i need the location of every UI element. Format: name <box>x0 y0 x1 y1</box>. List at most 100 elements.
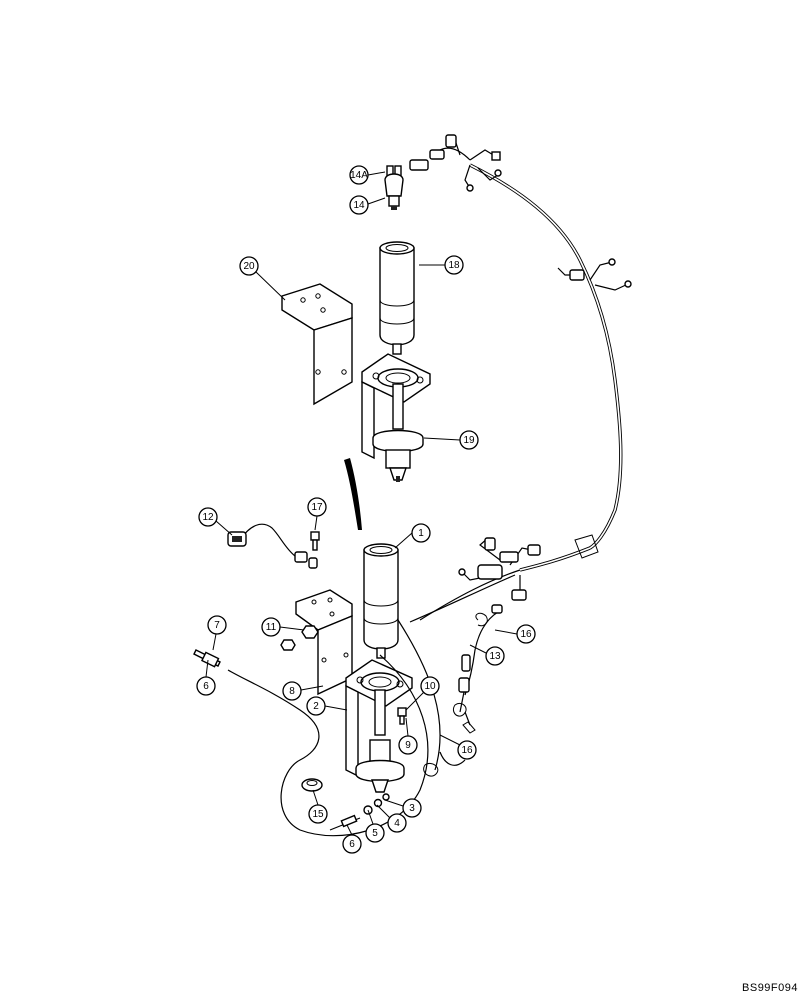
bracket-20 <box>281 283 353 406</box>
callout-leader <box>367 197 386 205</box>
callout-label: 6 <box>203 681 209 692</box>
callout-circle <box>411 523 431 543</box>
callout-label: 17 <box>311 502 323 513</box>
callout-c15: 15 <box>308 789 328 824</box>
beacon-mount-19 <box>361 353 431 482</box>
callout-label: 16 <box>461 745 473 756</box>
lamp-bulb-14 <box>384 165 404 210</box>
callout-c9: 9 <box>398 717 418 755</box>
callout-circle <box>239 256 259 276</box>
callout-leader <box>300 685 324 691</box>
bracket-8 <box>295 589 353 696</box>
callout-label: 20 <box>243 261 255 272</box>
callout-circle <box>198 507 218 527</box>
callout-leader <box>394 532 413 549</box>
callout-circle <box>516 624 536 644</box>
callout-leader <box>494 629 518 635</box>
callout-label: 1 <box>418 528 424 539</box>
callout-c5: 5 <box>365 809 385 843</box>
callout-circle <box>349 165 369 185</box>
callout-leader <box>312 789 319 806</box>
callout-label: 7 <box>214 620 220 631</box>
callout-label: 15 <box>312 809 324 820</box>
callout-leader <box>215 520 233 536</box>
callout-circle <box>365 823 385 843</box>
callout-c10: 10 <box>405 676 440 711</box>
callout-label: 9 <box>405 740 411 751</box>
callout-circle <box>459 430 479 450</box>
callout-leader <box>367 809 374 825</box>
callout-label: 18 <box>448 260 460 271</box>
callout-circle <box>261 617 281 637</box>
nut-11 <box>280 625 319 651</box>
callout-c16a: 16 <box>494 624 536 644</box>
callout-leader <box>469 644 487 654</box>
callout-leader <box>324 705 348 711</box>
callout-c16b: 16 <box>439 734 477 760</box>
callout-label: 16 <box>520 629 532 640</box>
callout-label: 6 <box>349 839 355 850</box>
callout-c14b: 14 <box>349 195 386 215</box>
callout-c1: 1 <box>394 523 431 549</box>
callout-leader <box>384 799 404 807</box>
callout-circle <box>444 255 464 275</box>
callout-leader <box>367 171 386 176</box>
callout-circle <box>196 676 216 696</box>
callout-circle <box>306 696 326 716</box>
beacon-lens-1 <box>363 543 399 659</box>
drawing-code: BS99F094 <box>742 982 798 994</box>
callout-circle <box>402 798 422 818</box>
callout-circle <box>308 804 328 824</box>
callout-label: 14A <box>350 170 368 181</box>
callout-circle <box>457 740 477 760</box>
callout-circle <box>387 813 407 833</box>
callout-c17: 17 <box>307 497 327 531</box>
callout-c2: 2 <box>306 696 348 716</box>
fittings-lower <box>329 793 390 831</box>
callout-leader <box>405 691 425 711</box>
callout-leader <box>212 633 217 651</box>
callout-leader <box>405 717 409 737</box>
callout-c11: 11 <box>261 617 305 637</box>
callout-circle <box>398 735 418 755</box>
callout-leader <box>279 626 305 631</box>
callout-c4: 4 <box>376 804 407 833</box>
callout-leader <box>439 734 461 746</box>
callout-c7: 7 <box>207 615 227 651</box>
callout-circle <box>485 646 505 666</box>
beacon-mount-2 <box>345 659 413 793</box>
callout-label: 12 <box>202 512 214 523</box>
callout-label: 5 <box>372 828 378 839</box>
callout-label: 4 <box>394 818 400 829</box>
screw-17 <box>310 531 320 551</box>
callout-c3: 3 <box>384 798 422 818</box>
callout-c12: 12 <box>198 507 233 536</box>
callout-label: 19 <box>463 435 475 446</box>
grommet-15 <box>301 778 323 792</box>
callout-c19: 19 <box>423 430 479 450</box>
callout-label: 3 <box>409 803 415 814</box>
callout-label: 8 <box>289 686 295 697</box>
callout-c18: 18 <box>419 255 464 275</box>
lamp-cable <box>227 619 466 837</box>
callout-circle <box>342 834 362 854</box>
callout-circle <box>207 615 227 635</box>
callout-c20: 20 <box>239 256 286 301</box>
assembly-arrow <box>344 458 362 530</box>
callout-leader <box>205 659 209 678</box>
callout-label: 11 <box>266 622 277 633</box>
callout-c14a: 14A <box>349 165 386 185</box>
callout-leader <box>314 515 318 531</box>
callout-c6b: 6 <box>342 824 362 854</box>
callout-label: 13 <box>489 651 501 662</box>
connector-12 <box>227 523 318 569</box>
callout-circle <box>420 676 440 696</box>
callout-circle <box>307 497 327 517</box>
callout-c13: 13 <box>469 644 505 666</box>
callout-c8: 8 <box>282 681 324 701</box>
callout-label: 14 <box>353 200 365 211</box>
callout-leader <box>376 804 391 819</box>
terminal-7 <box>193 649 221 668</box>
